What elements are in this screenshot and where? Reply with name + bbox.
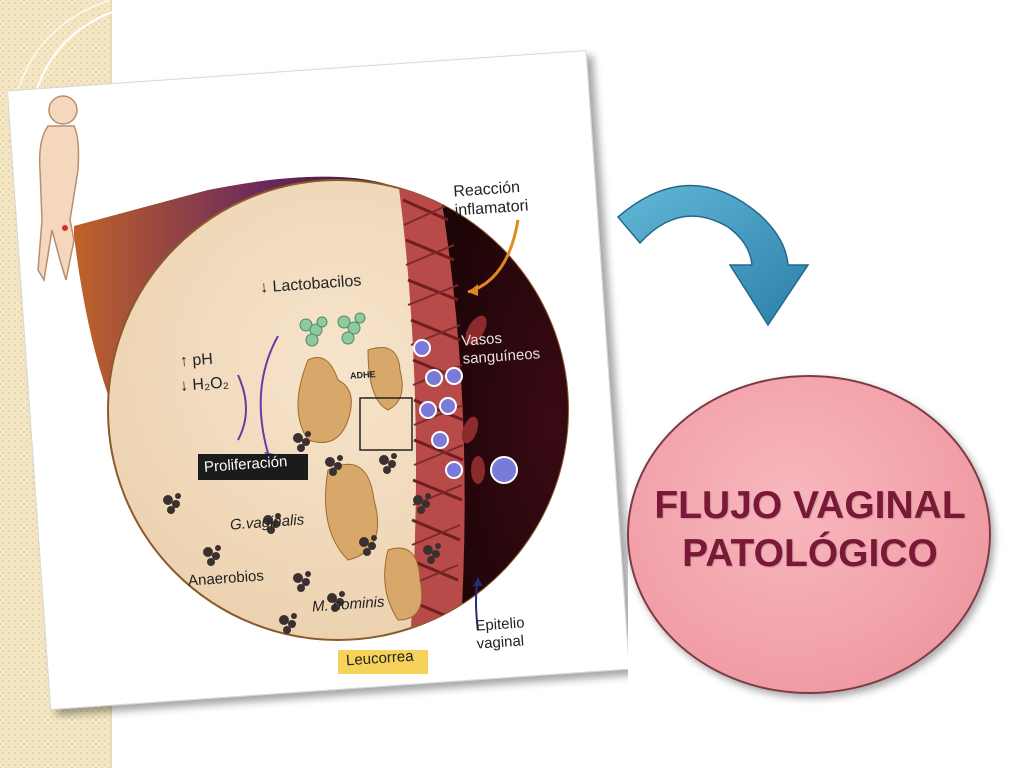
label-h2o2: H₂O₂ (191, 374, 230, 394)
arrow-down-glyph: ↓ (259, 279, 269, 297)
label-reaccion: Reacción inflamatori (452, 178, 529, 220)
title-line-2: PATOLÓGICO (682, 532, 938, 575)
inflammatory-cells (413, 339, 518, 484)
title-line-1: FLUJO VAGINAL (654, 484, 966, 527)
label-h2o2-row: ↓ H₂O₂ (179, 374, 229, 395)
epithelial-cells (297, 347, 423, 621)
arrow-up-glyph: ↑ (179, 352, 189, 371)
label-ph-row: ↑ pH (179, 351, 213, 371)
label-epitelio: Epitelio vaginal (474, 614, 526, 653)
human-silhouette (37, 95, 80, 283)
slide-title: FLUJO VAGINAL PATOLÓGICO (610, 482, 1010, 578)
label-vasos: Vasos sanguíneos (460, 329, 541, 368)
proliferacion-tag (198, 454, 308, 480)
illustration-card: Reacción inflamatori ↓ Lactobacilos ↑ pH… (6, 30, 630, 720)
label-adhesion: ADHE (349, 369, 376, 381)
lactobacilli-clusters (299, 312, 366, 347)
bacteria-clusters (163, 431, 441, 634)
blood-region (438, 180, 568, 640)
label-ph: pH (191, 350, 214, 370)
title-bubble (627, 375, 991, 694)
adhesion-box (359, 397, 413, 451)
leucorrea-tag (338, 650, 428, 674)
arrow-down-glyph-2: ↓ (179, 377, 189, 395)
curved-arrow-icon (616, 184, 810, 327)
process-arrow (259, 335, 279, 461)
